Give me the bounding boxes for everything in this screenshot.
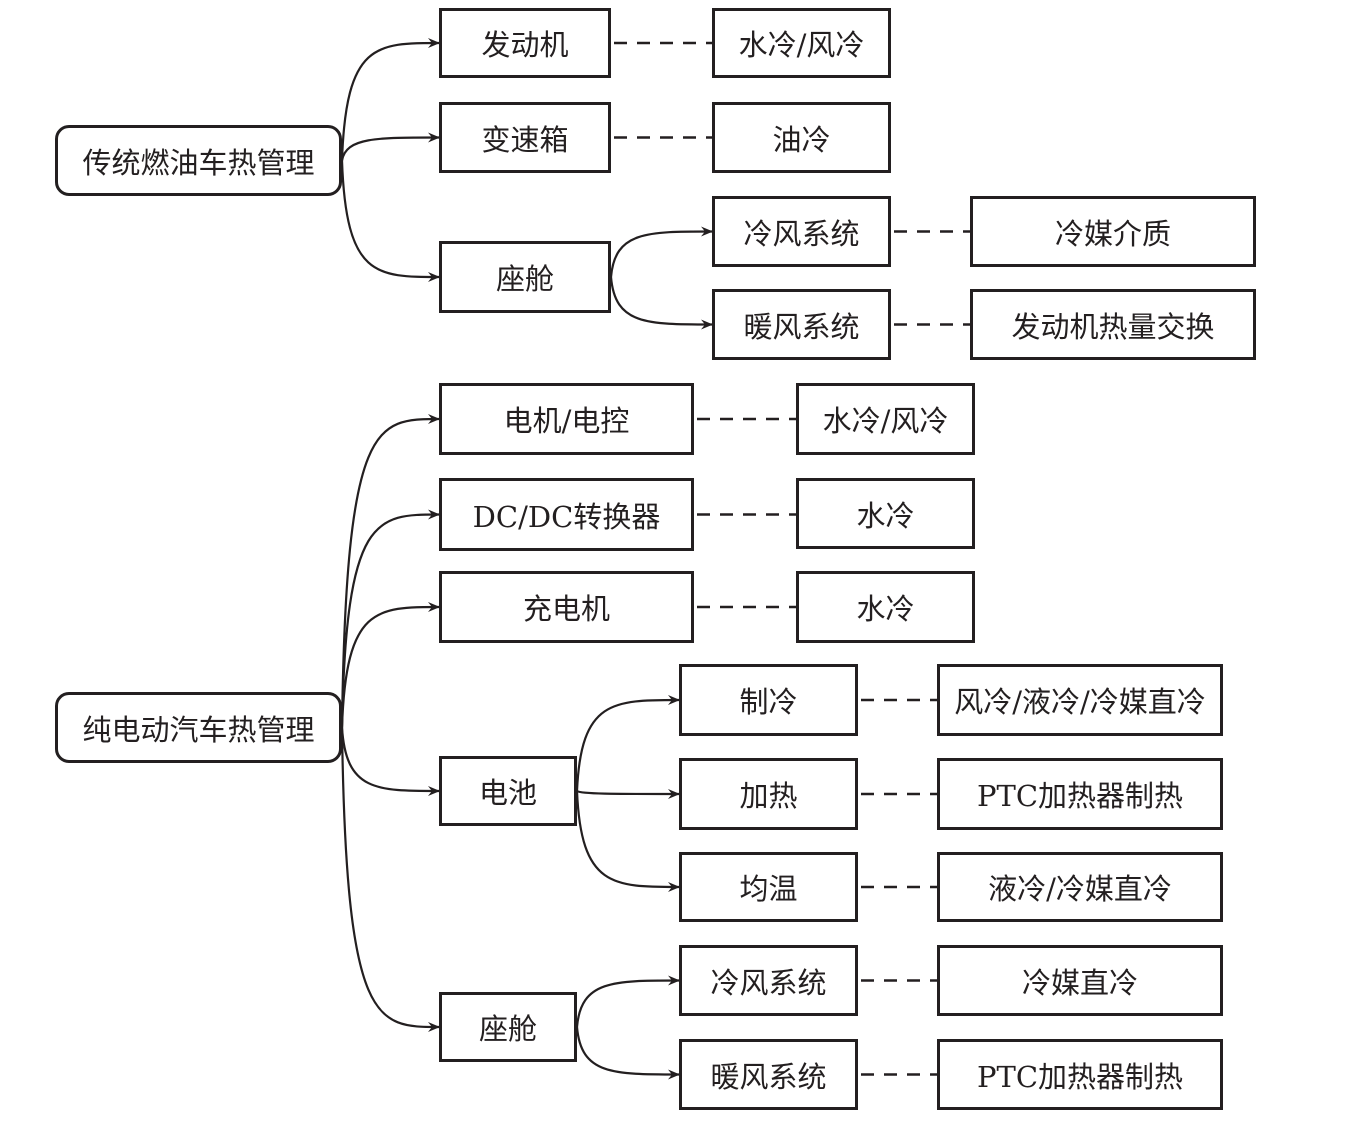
arrow-r1-a3 (340, 160, 440, 282)
node-label: 水冷 (856, 498, 915, 533)
node-b43x: 液冷/冷媒直冷 (937, 852, 1223, 922)
arrow-a3-a31 (609, 226, 713, 278)
node-label: 充电机 (522, 592, 610, 626)
node-b2x: 水冷 (796, 478, 975, 549)
node-b52x: PTC加热器制热 (937, 1039, 1223, 1110)
node-b42x: PTC加热器制热 (937, 758, 1223, 830)
node-b2: DC/DC转换器 (439, 478, 694, 551)
node-label: 发动机热量交换 (1011, 309, 1215, 344)
node-b43: 均温 (679, 852, 858, 922)
node-label: 冷风系统 (710, 965, 827, 1000)
node-a32: 暖风系统 (712, 289, 891, 360)
node-label: 液冷/冷媒直冷 (988, 872, 1172, 906)
node-label: 风冷/液冷/冷媒直冷 (954, 685, 1206, 719)
node-b41: 制冷 (679, 664, 858, 736)
node-b3: 充电机 (439, 571, 694, 643)
node-label: 冷媒介质 (1054, 216, 1171, 251)
node-label: PTC加热器制热 (976, 779, 1184, 813)
node-a31: 冷风系统 (712, 196, 891, 267)
node-b4: 电池 (439, 756, 577, 826)
node-label: 水冷/风冷 (822, 404, 949, 438)
node-b52: 暖风系统 (679, 1039, 858, 1110)
node-label: DC/DC转换器 (472, 499, 661, 534)
arrow-r1-a1 (340, 38, 440, 161)
node-b51x: 冷媒直冷 (937, 945, 1223, 1016)
node-a31x: 冷媒介质 (970, 196, 1256, 267)
node-b1: 电机/电控 (439, 383, 694, 455)
arrow-b5-b52 (575, 1026, 680, 1080)
node-a2x: 油冷 (712, 102, 891, 173)
node-label: 座舱 (478, 1012, 537, 1046)
root-node-r1: 传统燃油车热管理 (55, 125, 342, 196)
node-label: 加热 (739, 779, 798, 813)
node-label: 制冷 (739, 685, 798, 719)
arrow-b5-b51 (575, 975, 680, 1028)
arrow-r1-a2 (340, 132, 440, 161)
node-b1x: 水冷/风冷 (796, 383, 975, 455)
node-a32x: 发动机热量交换 (970, 289, 1256, 360)
arrow-a3-a32 (609, 276, 713, 330)
node-label: 暖风系统 (710, 1059, 827, 1094)
node-label: 发动机 (481, 28, 569, 62)
node-label: 冷风系统 (743, 216, 860, 251)
node-a2: 变速箱 (439, 102, 611, 173)
arrow-r2-b2 (340, 509, 440, 728)
node-b51: 冷风系统 (679, 945, 858, 1016)
node-label: 传统燃油车热管理 (82, 145, 315, 180)
node-a1x: 水冷/风冷 (712, 8, 891, 78)
arrow-b4-b43 (575, 790, 680, 892)
arrow-r2-b1 (340, 414, 440, 728)
node-label: 电机/电控 (503, 404, 630, 438)
node-b41x: 风冷/液冷/冷媒直冷 (937, 664, 1223, 736)
node-b5: 座舱 (439, 992, 577, 1062)
root-node-r2: 纯电动汽车热管理 (55, 692, 342, 763)
arrow-r2-b4 (340, 727, 440, 796)
node-label: 变速箱 (481, 122, 569, 157)
node-a1: 发动机 (439, 8, 611, 78)
node-label: 座舱 (495, 262, 554, 296)
arrow-r2-b5 (340, 727, 440, 1032)
node-label: 暖风系统 (743, 309, 860, 344)
node-b3x: 水冷 (796, 571, 975, 643)
arrow-b4-b42 (576, 788, 680, 799)
node-a3: 座舱 (439, 241, 611, 313)
node-label: 水冷 (856, 592, 915, 626)
arrow-b4-b41 (575, 695, 680, 792)
node-label: 纯电动汽车热管理 (82, 712, 315, 747)
node-b42: 加热 (679, 758, 858, 830)
node-label: 水冷/风冷 (738, 28, 865, 62)
arrow-r2-b3 (340, 602, 440, 728)
node-label: 电池 (478, 776, 537, 810)
node-label: 均温 (739, 872, 798, 906)
node-label: PTC加热器制热 (976, 1059, 1184, 1094)
node-label: 冷媒直冷 (1021, 965, 1138, 1000)
node-label: 油冷 (772, 122, 831, 157)
